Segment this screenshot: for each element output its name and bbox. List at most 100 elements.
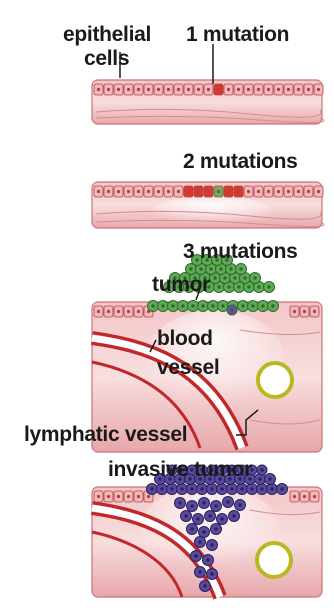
cell-nucleus [230, 487, 233, 490]
cell-nucleus [161, 304, 164, 307]
lymphatic-vessel [258, 363, 292, 397]
cell-nucleus [260, 468, 263, 471]
cell-nucleus [97, 190, 100, 193]
cell-nucleus [184, 514, 187, 517]
cell-nucleus [117, 495, 120, 498]
cell-nucleus [221, 304, 224, 307]
label-invasive-tumor: invasive tumor [108, 459, 252, 480]
cell-nucleus [151, 304, 154, 307]
cell-nucleus [117, 310, 120, 313]
cell-nucleus [223, 276, 226, 279]
cell-nucleus [157, 190, 160, 193]
cell-nucleus [313, 495, 316, 498]
cell-nucleus [167, 190, 170, 193]
cell-nucleus [107, 88, 110, 91]
cell-nucleus [227, 88, 230, 91]
cell-nucleus [191, 304, 194, 307]
cell-nucleus [190, 487, 193, 490]
label-2-mutations: 2 mutations [183, 151, 298, 172]
cell-nucleus [217, 190, 220, 193]
cell-nucleus [127, 310, 130, 313]
cell-nucleus [207, 88, 210, 91]
cell-nucleus [267, 88, 270, 91]
cell-nucleus [227, 285, 230, 288]
cell-nucleus [287, 190, 290, 193]
cell-nucleus [293, 495, 296, 498]
cell-nucleus [277, 88, 280, 91]
cell-nucleus [190, 504, 193, 507]
cell-nucleus [237, 285, 240, 288]
cell-nucleus [194, 554, 197, 557]
cell-nucleus [267, 190, 270, 193]
cell-nucleus [150, 487, 153, 490]
label-tumor: tumor [152, 274, 210, 295]
cell-nucleus [117, 190, 120, 193]
cell-nucleus [233, 276, 236, 279]
cell-nucleus [198, 540, 201, 543]
cell-nucleus [253, 276, 256, 279]
cell-nucleus [211, 304, 214, 307]
cell-nucleus [243, 276, 246, 279]
cell-nucleus [260, 487, 263, 490]
cell-nucleus [202, 530, 205, 533]
cell-nucleus [227, 190, 230, 193]
cell-nucleus [297, 88, 300, 91]
panel-1-mutation [92, 80, 324, 124]
cell-nucleus [137, 495, 140, 498]
cell-nucleus [187, 190, 190, 193]
label-epithelial: epithelial [63, 24, 151, 45]
label-cells: cells [84, 48, 129, 69]
cell-nucleus [238, 503, 241, 506]
cell-nucleus [180, 487, 183, 490]
cell-nucleus [214, 527, 217, 530]
cell-nucleus [97, 310, 100, 313]
cell-nucleus [157, 88, 160, 91]
cell-nucleus [177, 88, 180, 91]
cell-nucleus [317, 190, 320, 193]
cell-nucleus [137, 88, 140, 91]
cell-nucleus [107, 190, 110, 193]
panel-2-mutations [92, 182, 324, 228]
cell-nucleus [219, 267, 222, 270]
cell-nucleus [170, 487, 173, 490]
cell-nucleus [280, 487, 283, 490]
cell-nucleus [210, 543, 213, 546]
cell-nucleus [261, 304, 264, 307]
cell-nucleus [251, 304, 254, 307]
cell-nucleus [217, 88, 220, 91]
cell-nucleus [220, 517, 223, 520]
cell-nucleus [287, 88, 290, 91]
cell-nucleus [230, 308, 233, 311]
cell-nucleus [247, 190, 250, 193]
cell-nucleus [190, 527, 193, 530]
epithelial-cell-row-2 [94, 186, 323, 197]
cell-nucleus [160, 487, 163, 490]
cell-nucleus [187, 88, 190, 91]
cell-nucleus [293, 310, 296, 313]
cell-nucleus [203, 584, 206, 587]
cell-nucleus [303, 310, 306, 313]
cell-nucleus [107, 495, 110, 498]
cell-nucleus [197, 88, 200, 91]
cell-nucleus [209, 267, 212, 270]
cell-nucleus [210, 487, 213, 490]
cell-nucleus [208, 514, 211, 517]
cell-nucleus [196, 517, 199, 520]
cell-nucleus [206, 558, 209, 561]
cell-nucleus [220, 487, 223, 490]
cell-nucleus [268, 477, 271, 480]
cell-nucleus [181, 304, 184, 307]
cell-nucleus [232, 514, 235, 517]
cell-nucleus [226, 500, 229, 503]
cell-nucleus [199, 267, 202, 270]
cell-nucleus [137, 190, 140, 193]
cell-nucleus [247, 285, 250, 288]
label-lymphatic-vessel: lymphatic vessel [24, 424, 187, 445]
cell-nucleus [307, 190, 310, 193]
cell-nucleus [271, 304, 274, 307]
panel-4-invasive [92, 465, 322, 597]
cell-nucleus [237, 190, 240, 193]
cell-nucleus [117, 88, 120, 91]
cell-nucleus [198, 570, 201, 573]
